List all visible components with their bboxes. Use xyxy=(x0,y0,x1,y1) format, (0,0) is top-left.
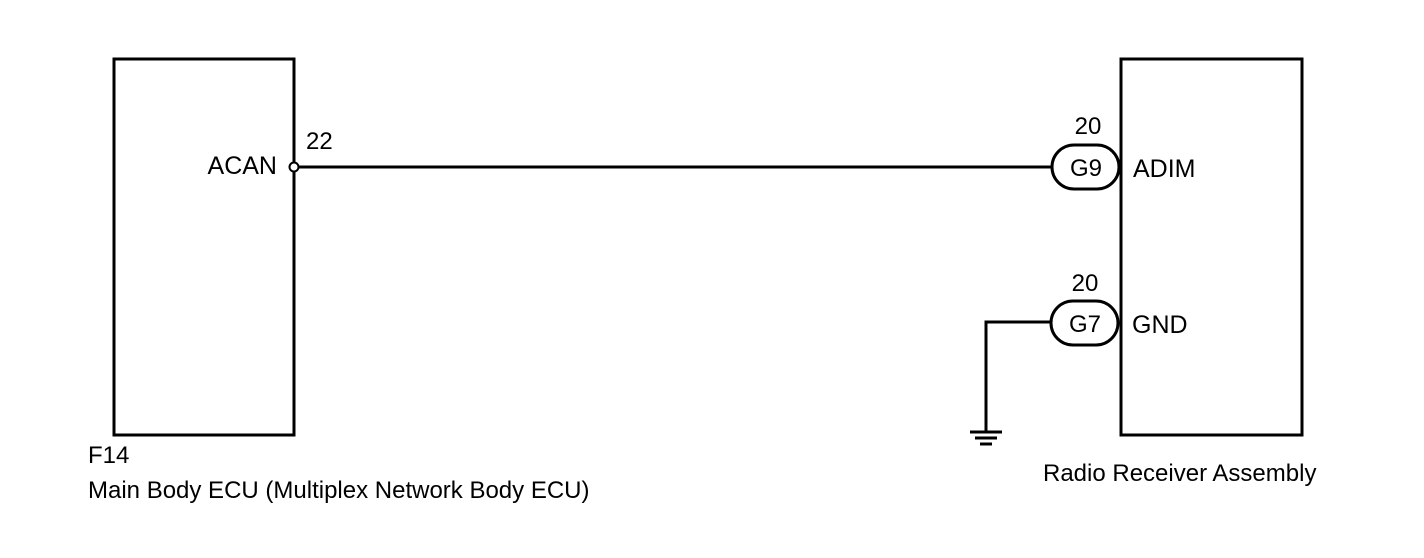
radio-receiver-box xyxy=(1119,57,1304,437)
g9-connector-label: G9 xyxy=(1070,155,1102,182)
ground-symbol-icon xyxy=(970,430,1002,446)
ground-wire xyxy=(984,320,1051,431)
main-body-ecu-id: F14 xyxy=(88,442,129,469)
g7-connector-label: G7 xyxy=(1069,311,1101,338)
acan-pin-label: ACAN xyxy=(208,152,277,180)
main-body-ecu-name: Main Body ECU (Multiplex Network Body EC… xyxy=(88,477,589,504)
gnd-pin-label: GND xyxy=(1132,311,1188,339)
radio-receiver-name: Radio Receiver Assembly xyxy=(1043,460,1316,487)
main-body-ecu-box xyxy=(112,57,296,437)
g7-pin-number: 20 xyxy=(1072,270,1099,297)
terminal-icon xyxy=(288,161,300,173)
adim-pin-label: ADIM xyxy=(1133,155,1196,183)
connector-icon xyxy=(1050,143,1121,191)
g9-pin-number: 20 xyxy=(1075,113,1102,140)
acan-pin-number: 22 xyxy=(306,128,333,155)
